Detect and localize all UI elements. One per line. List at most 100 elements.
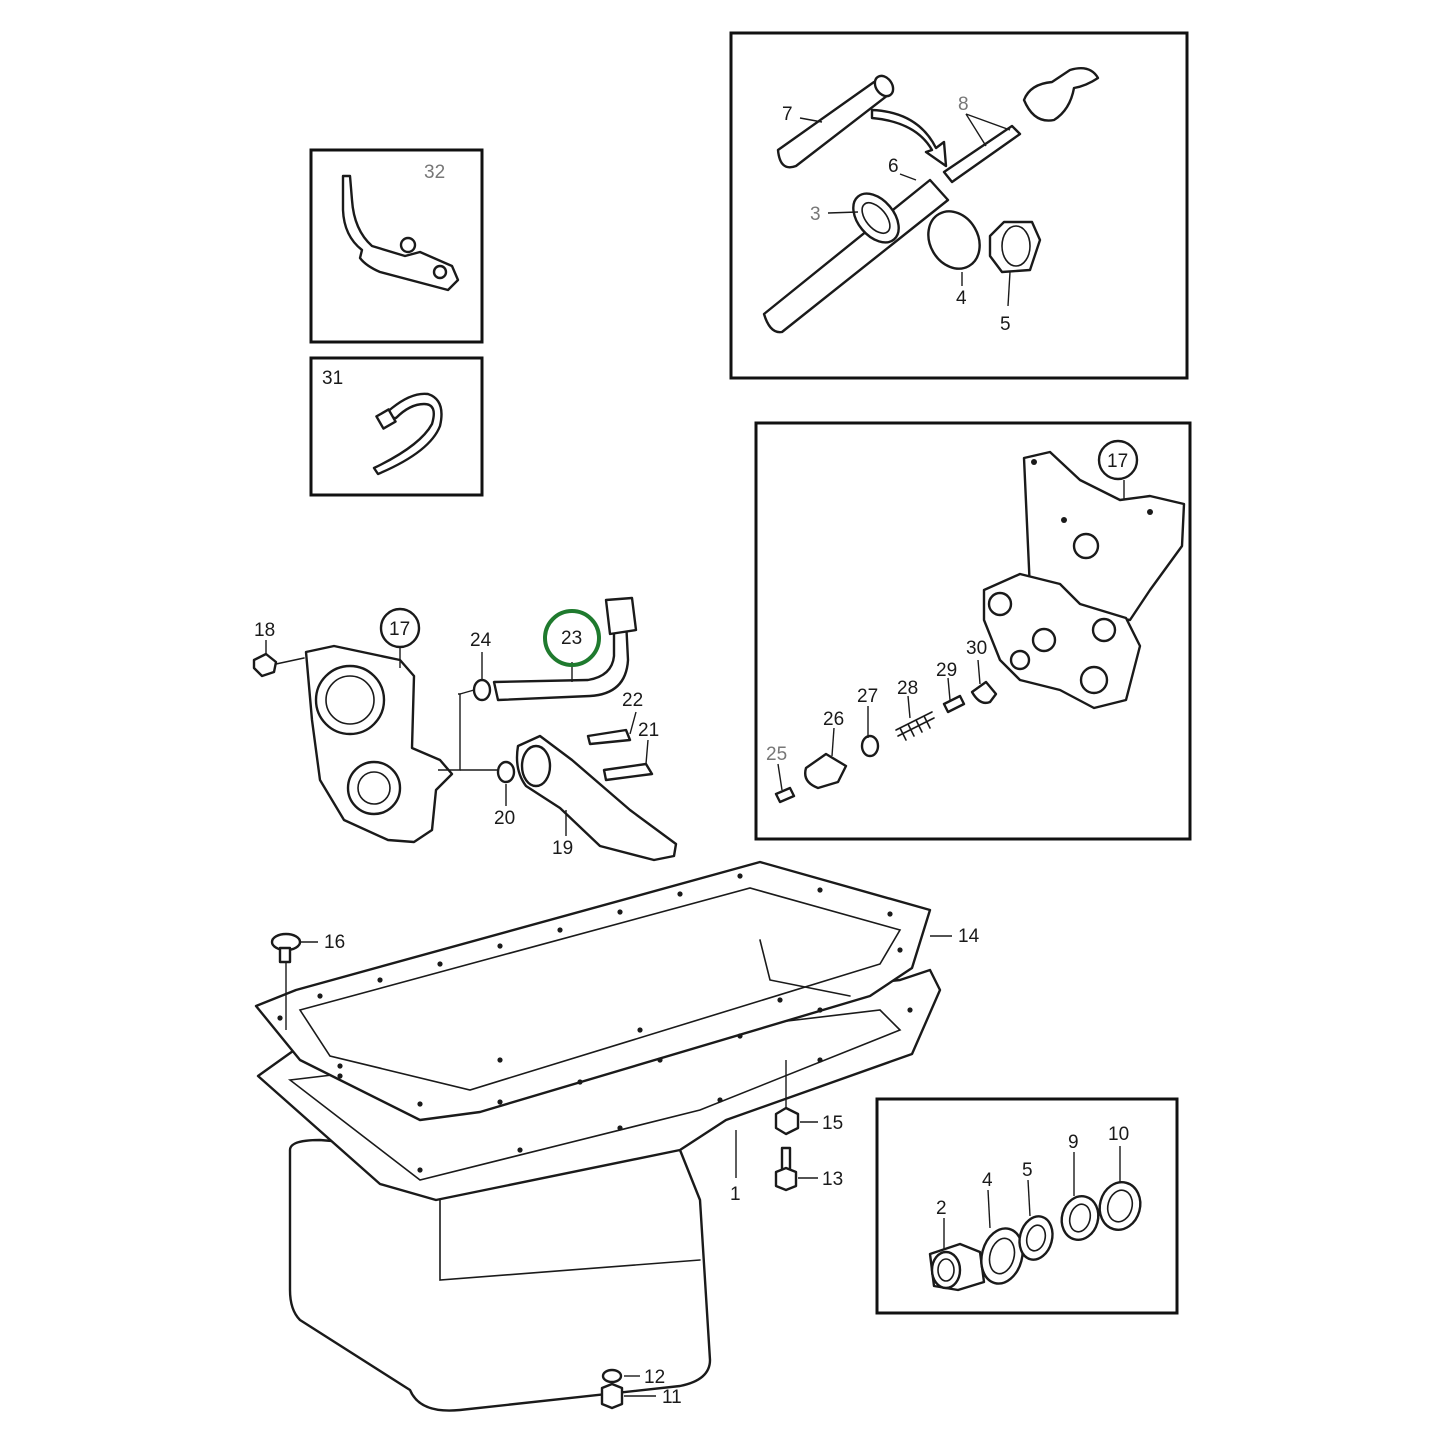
fitting-2-face <box>930 1250 962 1290</box>
plug-16-stem <box>278 946 292 964</box>
label-10: 10 <box>1108 1124 1129 1145</box>
drain-plug-11[interactable] <box>600 1382 624 1410</box>
leader-30 <box>977 659 981 685</box>
dipstick-rod-8[interactable] <box>942 124 1022 184</box>
pipe-23-group: 24 23 <box>470 596 638 702</box>
sleeve-10-inner <box>1106 1189 1134 1223</box>
nut-5[interactable] <box>1015 1213 1057 1264</box>
inset-frame-dipstick <box>729 31 1189 380</box>
bolt-25[interactable] <box>774 786 796 804</box>
leader-22 <box>629 711 637 735</box>
plate-hole-3 <box>1061 517 1067 523</box>
bolt-13[interactable] <box>774 1166 798 1192</box>
connector-bracket <box>438 693 461 771</box>
label-30: 30 <box>966 638 987 659</box>
label-1: 1 <box>730 1184 741 1205</box>
inset-fittings: 2 4 5 9 10 <box>875 1097 1179 1315</box>
label-19: 19 <box>552 838 573 859</box>
leader-29 <box>947 677 951 701</box>
label-27: 27 <box>857 686 878 707</box>
leader-8b <box>965 113 1011 131</box>
bolt-18[interactable] <box>252 652 278 678</box>
label-7: 7 <box>782 104 793 125</box>
body-port-2 <box>1031 627 1057 653</box>
assembly-arrow <box>870 108 948 168</box>
plate-hole-2 <box>1147 509 1153 515</box>
label-14: 14 <box>958 926 980 947</box>
bolt-21[interactable] <box>602 762 654 782</box>
body-port-3 <box>1009 649 1031 671</box>
body-port-4 <box>1079 665 1109 695</box>
label-9: 9 <box>1068 1132 1079 1153</box>
gasket-14[interactable] <box>254 860 932 1122</box>
bolt-22[interactable] <box>586 728 632 746</box>
dipstick-handle-8[interactable] <box>1022 67 1100 122</box>
collar-3-inner <box>861 201 891 235</box>
body-port-5 <box>1091 617 1117 643</box>
suction-pipe-flange <box>520 744 552 788</box>
inset-frame-32 <box>309 148 484 344</box>
label-8: 8 <box>958 94 969 115</box>
label-17-inset: 17 <box>1107 451 1128 472</box>
inset-part-32: 32 <box>309 148 484 344</box>
washer-12[interactable] <box>601 1368 623 1384</box>
collar-3[interactable] <box>844 185 908 251</box>
drain-plug-group: 12 11 <box>600 1367 682 1410</box>
label-22: 22 <box>622 690 643 711</box>
o-ring-4[interactable] <box>918 202 990 278</box>
leader-7 <box>799 117 823 123</box>
label-26: 26 <box>823 709 844 730</box>
label-25: 25 <box>766 744 787 765</box>
label-2: 2 <box>936 1198 947 1219</box>
label-6: 6 <box>888 156 899 177</box>
gasket-14-inner <box>298 887 902 1091</box>
pipe-23-fitting <box>604 596 638 636</box>
pipe-32[interactable] <box>341 174 460 292</box>
pipe-23[interactable] <box>492 618 630 702</box>
label-18: 18 <box>254 620 275 641</box>
inset-frame-31 <box>309 356 484 497</box>
oil-pan-group: 1 14 <box>254 860 980 1412</box>
label-5-inset: 5 <box>1022 1160 1033 1181</box>
piston-29[interactable] <box>942 694 966 714</box>
tube-6[interactable] <box>762 178 950 334</box>
suction-pipe-group: 20 19 22 21 <box>494 690 678 862</box>
label-32: 32 <box>424 162 445 183</box>
label-23: 23 <box>561 628 582 649</box>
leader-6 <box>899 173 917 181</box>
pump-gear-upper-inner <box>325 675 375 725</box>
plug-30[interactable] <box>970 680 998 705</box>
leader-21 <box>645 739 649 765</box>
label-12: 12 <box>644 1367 665 1388</box>
leader-3 <box>827 211 859 214</box>
clamp-9[interactable] <box>1057 1192 1103 1244</box>
washer-4-inner <box>988 1237 1016 1275</box>
pipe-7-end <box>873 74 895 98</box>
cover-26[interactable] <box>804 752 848 790</box>
washer-27[interactable] <box>860 734 880 758</box>
pump-gear-lower <box>346 760 402 816</box>
leader-26 <box>831 727 835 757</box>
label-28: 28 <box>897 678 918 699</box>
pump-gear-lower-inner <box>357 771 391 805</box>
seal-24[interactable] <box>472 678 492 702</box>
bracket-bolt <box>432 264 448 280</box>
fitting-2-bore <box>937 1258 955 1282</box>
label-20: 20 <box>494 808 515 829</box>
body-port-1 <box>987 591 1013 617</box>
leader-4 <box>987 1189 991 1229</box>
pan-ridge <box>759 939 851 997</box>
nut-5[interactable] <box>988 220 1042 274</box>
label-3: 3 <box>810 204 821 225</box>
callout-17-inset <box>1097 439 1139 481</box>
spring-28 <box>895 711 935 741</box>
label-15: 15 <box>822 1113 843 1134</box>
leader-5 <box>1027 1179 1031 1217</box>
plug-16-group: 16 <box>270 932 345 1030</box>
seal-20[interactable] <box>496 760 516 784</box>
washer-15[interactable] <box>774 1106 800 1136</box>
inset-pump-housing: 17 30 29 28 27 26 25 <box>754 421 1192 841</box>
inset-dipstick-assembly: 7 8 6 3 4 5 <box>729 31 1189 380</box>
plate-port <box>1072 532 1100 560</box>
suction-pipe-19[interactable] <box>515 734 678 862</box>
